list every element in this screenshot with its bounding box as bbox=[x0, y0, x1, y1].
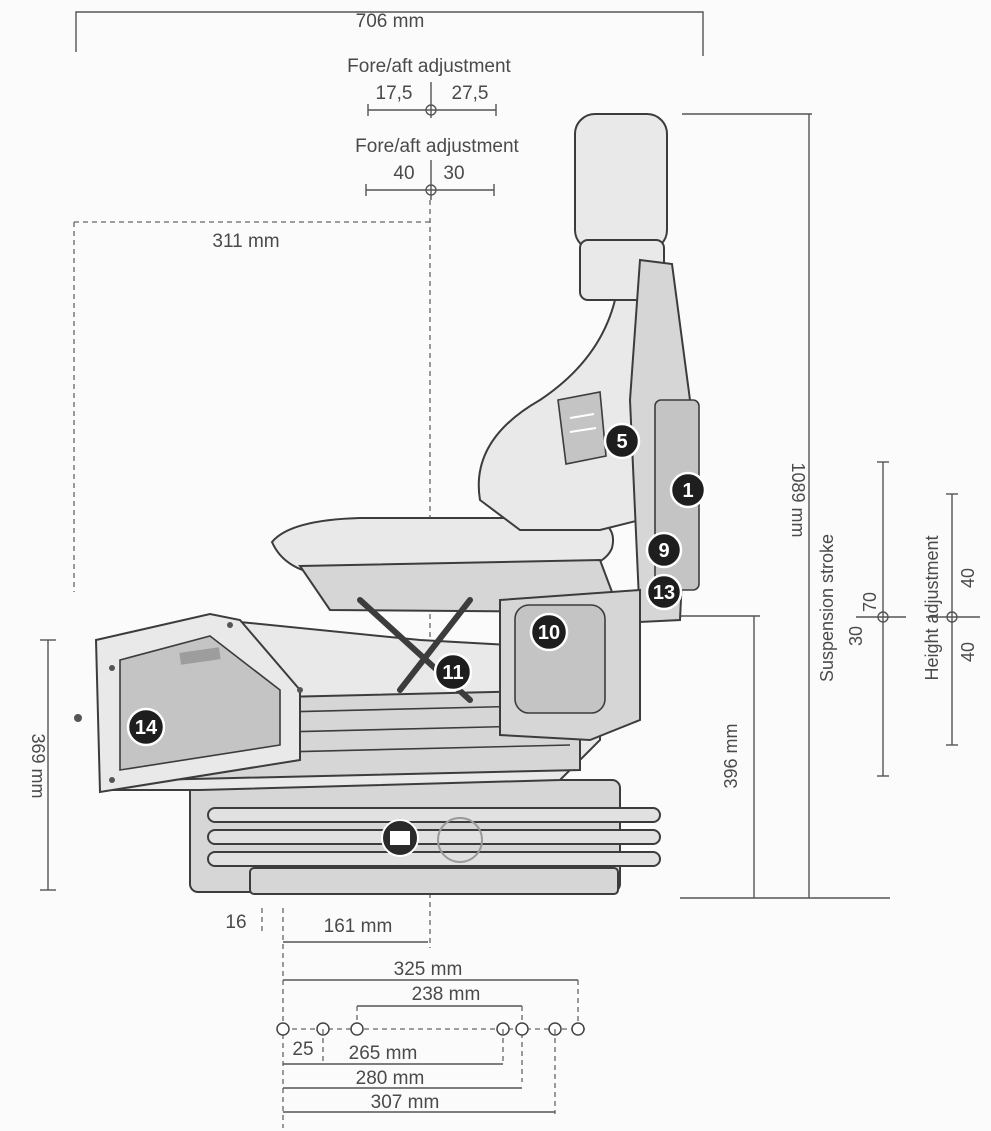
suspension-stroke-dimension: Suspension stroke 70 30 bbox=[817, 461, 906, 777]
logo-emblem-icon bbox=[437, 817, 483, 863]
rail-280-label: 280 mm bbox=[356, 1068, 425, 1089]
suspension-stroke-down: 30 bbox=[846, 626, 866, 646]
rail-265-label: 265 mm bbox=[349, 1043, 418, 1064]
overall-height-label: 1089 mm bbox=[788, 462, 808, 537]
marker-5: 5 bbox=[603, 422, 641, 460]
fore-aft-1-title: Fore/aft adjustment bbox=[347, 56, 511, 77]
offset-16-label: 16 bbox=[225, 912, 246, 933]
fore-aft-2-right: 30 bbox=[443, 163, 464, 184]
svg-text:10: 10 bbox=[538, 622, 560, 644]
overall-height-dimension: 1089 mm bbox=[682, 113, 812, 898]
bottom-dimensions: 16 161 mm 325 mm 238 mm 25 265 mm 280 mm bbox=[225, 908, 585, 1128]
fore-aft-adjustment-1: Fore/aft adjustment 17,5 27,5 bbox=[347, 56, 512, 118]
hole-gap-25-label: 25 bbox=[292, 1039, 313, 1060]
marker-9: 9 bbox=[645, 531, 683, 569]
base-height-dimension: 369 mm bbox=[28, 639, 56, 891]
marker-11: 11 bbox=[433, 652, 473, 692]
height-adjustment-title: Height adjustment bbox=[922, 535, 942, 680]
svg-text:1: 1 bbox=[682, 480, 693, 502]
marker-13: 13 bbox=[645, 573, 683, 611]
offset-161-label: 161 mm bbox=[324, 916, 393, 937]
seat-height-dimension: 396 mm bbox=[674, 615, 890, 899]
svg-text:13: 13 bbox=[653, 582, 675, 604]
fore-aft-1-right: 27,5 bbox=[452, 83, 489, 104]
fore-aft-2-left: 40 bbox=[393, 163, 414, 184]
suspension-stroke-title: Suspension stroke bbox=[817, 534, 837, 682]
height-adjustment-up: 40 bbox=[958, 568, 978, 588]
callout-markers: 5 1 9 13 10 11 14 bbox=[126, 422, 707, 747]
seat-height-label: 396 mm bbox=[721, 723, 741, 788]
svg-text:9: 9 bbox=[658, 540, 669, 562]
svg-text:11: 11 bbox=[442, 662, 463, 684]
marker-1: 1 bbox=[669, 471, 707, 509]
fore-aft-1-left: 17,5 bbox=[376, 83, 413, 104]
overall-length-label: 706 mm bbox=[356, 11, 425, 32]
svg-text:5: 5 bbox=[616, 431, 627, 453]
seat-illustration bbox=[74, 113, 700, 895]
fore-aft-2-title: Fore/aft adjustment bbox=[355, 136, 519, 157]
seat-depth-label: 311 mm bbox=[212, 231, 279, 252]
fore-aft-adjustment-2: Fore/aft adjustment 40 30 bbox=[355, 136, 520, 200]
height-adjustment-down: 40 bbox=[958, 642, 978, 662]
rail-238-label: 238 mm bbox=[412, 984, 481, 1005]
marker-10: 10 bbox=[529, 612, 569, 652]
rail-325-label: 325 mm bbox=[394, 959, 463, 980]
marker-14: 14 bbox=[126, 707, 166, 747]
suspension-stroke-total: 70 bbox=[860, 592, 880, 612]
height-adjustment-dimension: Height adjustment 40 40 bbox=[922, 493, 980, 746]
base-height-label: 369 mm bbox=[28, 733, 48, 798]
overall-length-dimension: 706 mm bbox=[75, 11, 704, 56]
rail-307-label: 307 mm bbox=[371, 1092, 440, 1113]
svg-text:14: 14 bbox=[135, 717, 158, 739]
